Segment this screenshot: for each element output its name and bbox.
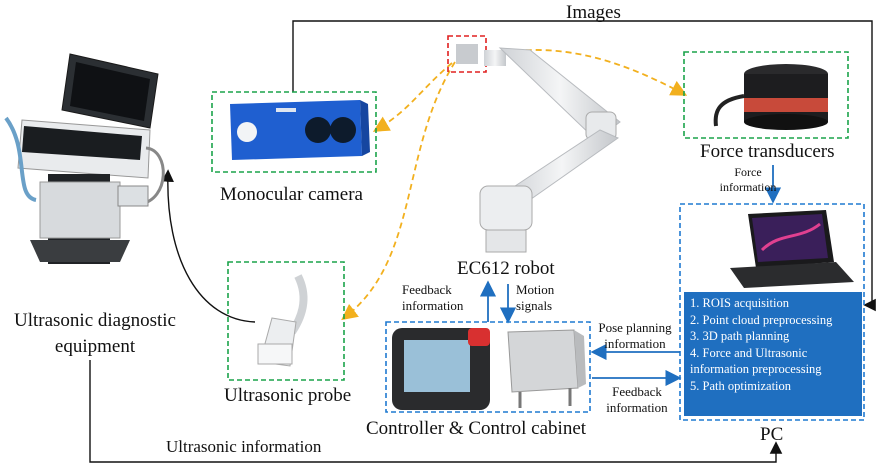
ultrasonic-equipment-label: Ultrasonic diagnostic equipment: [0, 308, 190, 360]
ultrasound-machine-icon: [4, 53, 165, 264]
ultrasonic-equipment-line-2: equipment: [54, 336, 136, 357]
feedback-information-left-label: Feedback information: [402, 282, 463, 314]
pc-step: 4. Force and Ultrasonic: [690, 345, 808, 360]
feedback-right-line-2: information: [606, 400, 668, 415]
pose-planning-line-1: Pose planning: [598, 320, 672, 335]
force-sensor-icon: [713, 64, 828, 130]
pc-box: [679, 203, 865, 421]
force-transducer-box: [683, 51, 849, 139]
ultrasonic-equipment-line-1: Ultrasonic diagnostic: [14, 310, 176, 331]
pc-step: 2. Point cloud preprocessing: [690, 312, 833, 327]
control-cabinet-icon: [507, 329, 586, 408]
force-information-label: Force information: [718, 165, 778, 195]
pc-steps-panel: 1. ROIS acquisition 2. Point cloud prepr…: [684, 292, 862, 416]
laptop-icon: [730, 210, 854, 288]
pc-step: 1. ROIS acquisition: [690, 296, 789, 310]
pc-label: PC: [760, 424, 784, 445]
images-line: [292, 20, 876, 312]
force-information-line-1: Force: [734, 165, 762, 179]
probe-box: [227, 261, 345, 381]
force-transducers-label: Force transducers: [700, 141, 835, 162]
pose-planning-line-2: information: [604, 336, 666, 351]
feedback-information-right-label: Feedback information: [594, 384, 680, 416]
controller-box: [385, 321, 591, 413]
camera-box: [211, 91, 377, 173]
feedback-left-line-2: information: [402, 298, 464, 313]
pose-planning-label: Pose planning information: [590, 320, 680, 352]
images-label: Images: [566, 2, 621, 23]
ultrasonic-probe-label: Ultrasonic probe: [224, 385, 352, 406]
pc-step: 3. 3D path planning: [690, 329, 790, 343]
feedback-left-line-1: Feedback: [402, 282, 452, 297]
feedback-right-line-1: Feedback: [612, 384, 662, 399]
probe-to-equipment-arrow: [161, 169, 256, 323]
motion-signals-line-2: signals: [516, 298, 553, 313]
motion-signals-line-1: Motion: [516, 282, 555, 297]
teach-pendant-icon: [392, 328, 490, 410]
ec612-robot-label: EC612 robot: [457, 258, 555, 279]
pc-step: information preprocessing: [690, 362, 822, 376]
force-information-line-2: information: [719, 180, 777, 194]
camera-icon: [230, 100, 370, 160]
monocular-camera-label: Monocular camera: [220, 184, 363, 205]
ultrasonic-information-line: [89, 360, 783, 463]
controller-cabinet-label: Controller & Control cabinet: [366, 418, 587, 439]
probe-icon: [257, 274, 308, 367]
motion-signals-label: Motion signals: [516, 282, 554, 314]
yellow-dashed-arrows: [341, 49, 688, 321]
pc-step: 5. Path optimization: [690, 378, 792, 393]
ultrasonic-information-label: Ultrasonic information: [166, 437, 322, 456]
robot-arm-icon: [447, 35, 621, 253]
